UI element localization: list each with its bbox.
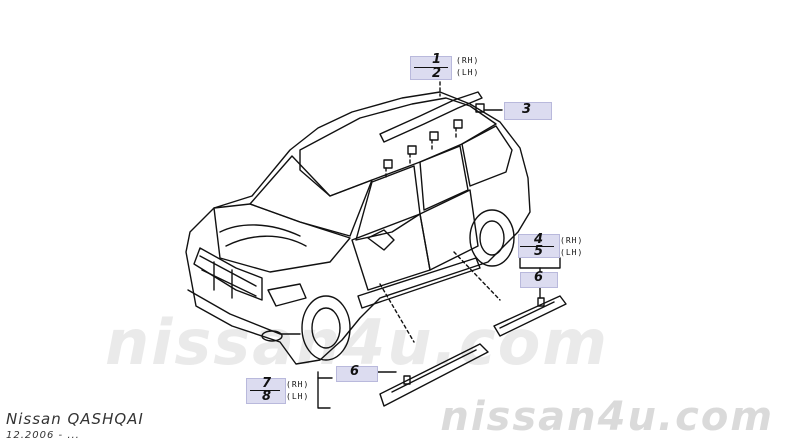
callout-1-side: (RH) xyxy=(456,56,480,65)
callout-6b-highlight xyxy=(336,366,378,382)
callout-6b-number[interactable]: 6 xyxy=(350,364,360,379)
front-bumper xyxy=(187,289,301,335)
front-wheel xyxy=(301,295,351,361)
watermark-corner: nissan4u.com xyxy=(440,394,774,440)
callout-7-8-highlight xyxy=(246,378,286,404)
quarter-window xyxy=(461,125,513,187)
headlight xyxy=(267,283,307,307)
callout-2-side: (LH) xyxy=(456,68,480,77)
mirror xyxy=(367,229,395,251)
rear-side-window xyxy=(419,145,469,211)
front-sill-moulding xyxy=(379,343,489,407)
callout-7-number[interactable]: 7 xyxy=(262,376,272,391)
callout-8-number[interactable]: 8 xyxy=(262,389,272,404)
callout-1-2-highlight xyxy=(410,56,452,80)
callout-6a-highlight xyxy=(520,272,558,288)
windscreen xyxy=(249,155,373,237)
callout-3-number[interactable]: 3 xyxy=(522,102,532,117)
model-caption: Nissan QASHQAI xyxy=(6,410,144,428)
rear-door xyxy=(419,189,479,271)
callout-2-number[interactable]: 2 xyxy=(432,66,442,81)
callout-1-number[interactable]: 1 xyxy=(432,52,442,67)
side-sill xyxy=(357,257,481,309)
callout-5-number[interactable]: 5 xyxy=(534,244,544,259)
front-side-window xyxy=(355,165,421,241)
roof-rail xyxy=(379,91,483,143)
callout-4-side: (RH) xyxy=(560,236,584,245)
callout-6a-number[interactable]: 6 xyxy=(534,270,544,285)
callout-5-side: (LH) xyxy=(560,248,584,257)
rear-wheel xyxy=(469,209,515,267)
rear-sill-moulding xyxy=(493,295,567,337)
callout-4-number[interactable]: 4 xyxy=(534,232,544,247)
grille xyxy=(193,247,263,301)
front-door xyxy=(351,213,431,291)
callout-3-highlight xyxy=(504,102,552,120)
callout-7-side: (RH) xyxy=(286,380,310,389)
date-caption: 12.2006 - ... xyxy=(6,430,80,441)
hood xyxy=(213,203,351,273)
car-body-outline xyxy=(185,91,531,365)
callout-8-side: (LH) xyxy=(286,392,310,401)
